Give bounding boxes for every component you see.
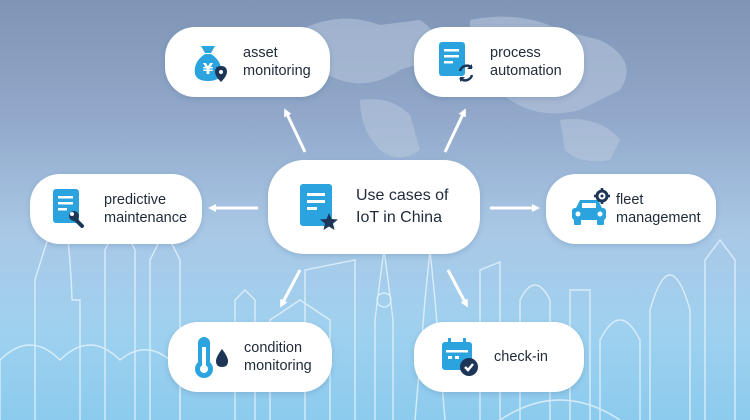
document-refresh-icon [438, 41, 474, 83]
center-label: Use cases of IoT in China [356, 185, 448, 229]
node-fleet-management: fleet management [546, 174, 716, 244]
center-label-line-1: Use cases of [356, 187, 449, 204]
process-label: process automation [490, 44, 562, 80]
condition-label-line-1: condition [244, 340, 303, 356]
checkin-label-line-1: check-in [494, 349, 548, 365]
thermometer-drop-icon [192, 335, 230, 379]
asset-label: asset monitoring [243, 44, 311, 80]
node-check-in: check-in [414, 322, 584, 392]
fleet-label: fleet management [616, 191, 701, 227]
node-asset-monitoring: ¥ asset monitoring [165, 27, 330, 97]
asset-label-line-1: asset [243, 45, 278, 61]
predictive-label: predictive maintenance [104, 191, 187, 227]
condition-label: condition monitoring [244, 339, 312, 375]
condition-label-line-2: monitoring [244, 358, 312, 374]
checkin-label: check-in [494, 348, 548, 366]
asset-label-line-2: monitoring [243, 63, 311, 79]
process-label-line-2: automation [490, 63, 562, 79]
fleet-label-line-1: fleet [616, 192, 644, 208]
node-condition-monitoring: condition monitoring [168, 322, 332, 392]
center-node: Use cases of IoT in China [268, 160, 480, 254]
predictive-label-line-1: predictive [104, 192, 167, 208]
center-label-line-2: IoT in China [356, 209, 442, 226]
document-wrench-icon [52, 188, 88, 230]
calendar-check-icon [440, 336, 480, 378]
money-bag-location-icon: ¥ [191, 42, 227, 82]
fleet-label-line-2: management [616, 210, 701, 226]
car-gear-icon [570, 188, 610, 230]
node-process-automation: process automation [414, 27, 584, 97]
node-predictive-maintenance: predictive maintenance [30, 174, 202, 244]
document-star-icon [298, 182, 338, 232]
svg-text:¥: ¥ [203, 60, 214, 78]
predictive-label-line-2: maintenance [104, 210, 188, 226]
process-label-line-1: process [490, 45, 541, 61]
